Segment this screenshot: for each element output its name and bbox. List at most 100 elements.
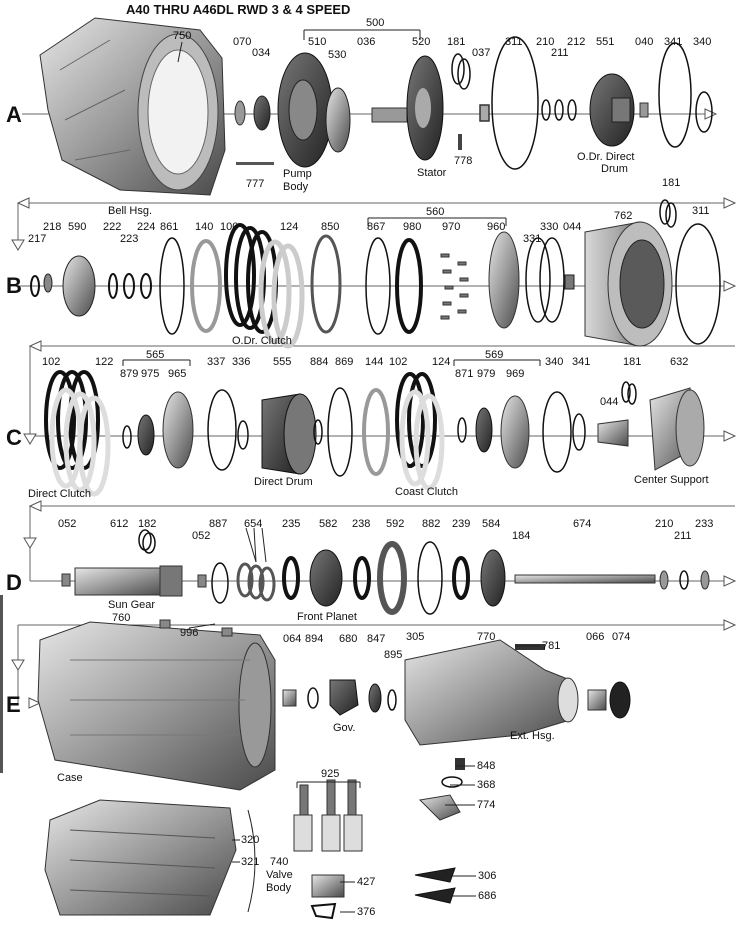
part-label-336: 336 <box>232 356 251 368</box>
part-label-181-c: 181 <box>623 356 642 368</box>
leader-lines <box>122 29 541 913</box>
row-c-parts <box>122 387 390 477</box>
part-label-867: 867 <box>367 221 386 233</box>
part-label-770: 770 <box>477 631 496 643</box>
caption-direct-drum: Direct Drum <box>254 476 313 488</box>
caption-sun-gear: Sun Gear <box>108 599 156 611</box>
part-label-551: 551 <box>596 36 615 48</box>
caption-center-support: Center Support <box>634 474 709 486</box>
caption-case: Case <box>57 772 83 784</box>
part-label-778: 778 <box>454 155 473 167</box>
row-b-small-parts <box>30 255 152 317</box>
part-label-182: 182 <box>138 518 157 530</box>
part-label-894: 894 <box>305 633 324 645</box>
part-label-044-a: 044 <box>563 221 582 233</box>
part-label-144: 144 <box>365 356 384 368</box>
part-label-070: 070 <box>233 36 252 48</box>
part-label-680: 680 <box>339 633 358 645</box>
part-label-184: 184 <box>512 530 531 542</box>
part-label-871: 871 <box>455 368 474 380</box>
part-label-224: 224 <box>137 221 156 233</box>
part-label-592: 592 <box>386 518 405 530</box>
part-label-122: 122 <box>95 356 114 368</box>
part-070-034-bushings <box>234 95 274 165</box>
valve-body <box>44 799 456 920</box>
part-label-965: 965 <box>168 368 187 380</box>
part-label-969: 969 <box>506 368 525 380</box>
caption-direct-clutch: Direct Clutch <box>28 488 91 500</box>
part-label-211-a: 211 <box>551 47 569 59</box>
diagram-title: A40 THRU A46DL RWD 3 & 4 SPEED <box>126 2 351 17</box>
part-label-181-b: 181 <box>662 177 681 189</box>
part-label-674: 674 <box>573 518 592 530</box>
part-label-376: 376 <box>357 906 376 918</box>
caption-valve-body-1: Valve <box>266 869 293 881</box>
caption-front-planet: Front Planet <box>297 611 357 623</box>
caption-bell-hsg: Bell Hsg. <box>108 205 153 217</box>
odr-direct-drum <box>589 73 649 147</box>
part-label-970: 970 <box>442 221 461 233</box>
part-label-239: 239 <box>452 518 471 530</box>
part-label-960: 960 <box>487 221 506 233</box>
bell-housing <box>39 17 226 196</box>
part-label-565: 565 <box>146 349 165 361</box>
part-label-102-b: 102 <box>389 356 408 368</box>
part-label-500: 500 <box>366 17 385 29</box>
part-label-590: 590 <box>68 221 87 233</box>
row-letter-e: E <box>6 692 21 717</box>
part-label-762: 762 <box>614 210 633 222</box>
part-label-848: 848 <box>477 760 496 772</box>
part-label-760: 760 <box>112 612 131 624</box>
part-label-210-a: 210 <box>536 36 555 48</box>
caption-pump-body-2: Body <box>283 181 309 193</box>
part-label-034: 034 <box>252 47 271 59</box>
stator <box>371 55 462 161</box>
odr-clutch-pack <box>159 223 342 349</box>
part-label-882: 882 <box>422 518 441 530</box>
part-label-777: 777 <box>246 178 265 190</box>
arrow-heads <box>11 108 737 709</box>
row-letter-c: C <box>6 425 22 450</box>
part-label-975: 975 <box>141 368 160 380</box>
part-label-861: 861 <box>160 221 179 233</box>
row-e-middle <box>159 619 397 716</box>
governor-springs <box>293 779 363 852</box>
part-label-140: 140 <box>195 221 214 233</box>
caption-pump-body-1: Pump <box>283 168 312 180</box>
part-label-337: 337 <box>207 356 226 368</box>
row-letter-b: B <box>6 273 22 298</box>
part-label-774: 774 <box>477 799 496 811</box>
part-label-066: 066 <box>586 631 605 643</box>
part-label-233: 233 <box>695 518 714 530</box>
caption-ext-hsg: Ext. Hsg. <box>510 730 555 742</box>
part-label-212: 212 <box>567 36 586 48</box>
caption-valve-body-2: Body <box>266 882 292 894</box>
part-label-311-b: 311 <box>692 205 710 217</box>
part-label-235: 235 <box>282 518 301 530</box>
pump-body <box>277 52 351 168</box>
part-label-654: 654 <box>244 518 263 530</box>
part-label-074: 074 <box>612 631 631 643</box>
part-label-555: 555 <box>273 356 292 368</box>
part-label-211-b: 211 <box>674 530 692 542</box>
part-label-884: 884 <box>310 356 329 368</box>
part-label-037: 037 <box>472 47 491 59</box>
left-edge-bar <box>0 595 3 773</box>
part-label-217: 217 <box>28 233 47 245</box>
part-label-124-b: 124 <box>432 356 451 368</box>
case <box>37 621 276 791</box>
part-label-584: 584 <box>482 518 501 530</box>
caption-odr-direct-drum-1: O.Dr. Direct <box>577 151 635 163</box>
part-label-064: 064 <box>283 633 302 645</box>
part-label-306: 306 <box>478 870 497 882</box>
part-label-341-a: 341 <box>664 36 683 48</box>
part-label-238: 238 <box>352 518 371 530</box>
part-label-569: 569 <box>485 349 504 361</box>
part-label-311-a: 311 <box>505 36 523 48</box>
part-label-612: 612 <box>110 518 129 530</box>
part-label-530: 530 <box>328 49 347 61</box>
part-label-341-b: 341 <box>572 356 591 368</box>
part-label-869: 869 <box>335 356 354 368</box>
part-label-510: 510 <box>308 36 327 48</box>
part-label-686: 686 <box>478 890 497 902</box>
